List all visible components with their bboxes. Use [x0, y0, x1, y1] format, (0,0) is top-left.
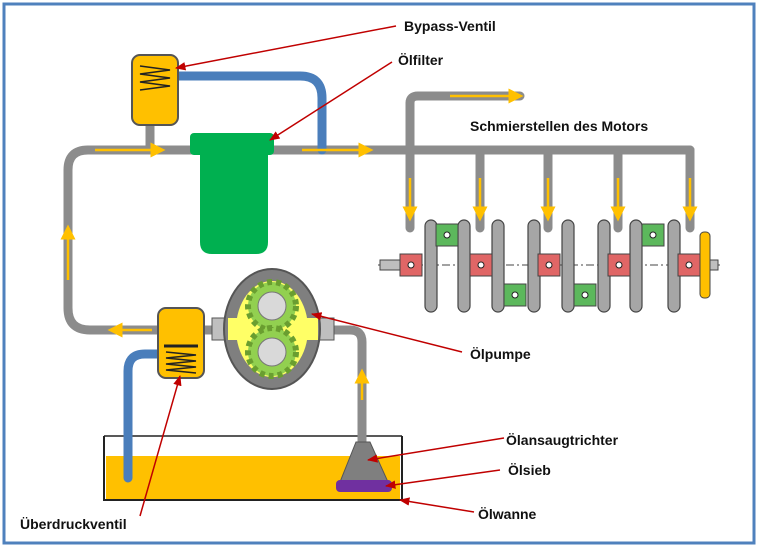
bypass-valve	[131, 54, 179, 126]
label-lubrication-points: Schmierstellen des Motors	[470, 118, 649, 134]
label-oil-pan: Ölwanne	[478, 506, 537, 522]
main-oil-line	[63, 91, 695, 450]
oil-pump	[211, 268, 335, 390]
spring-icon	[139, 65, 171, 91]
label-oil-pump: Ölpumpe	[470, 346, 531, 362]
leader-lines	[139, 25, 505, 517]
spring-icon	[165, 351, 197, 374]
crankshaft	[378, 219, 720, 313]
crank-webs	[424, 219, 681, 313]
label-bypass-valve: Bypass-Ventil	[404, 18, 496, 34]
label-intake-funnel: Ölansaugtrichter	[506, 432, 619, 448]
flow-arrows	[60, 88, 698, 400]
label-oil-filter: Ölfilter	[398, 52, 444, 68]
label-oil-strainer: Ölsieb	[508, 462, 551, 478]
bypass-line	[123, 71, 327, 483]
oil-strainer	[336, 480, 392, 492]
flywheel-flange	[699, 231, 711, 299]
oil-filter	[190, 133, 274, 254]
pressure-relief-valve	[157, 307, 205, 379]
label-pressure-relief-valve: Überdruckventil	[20, 516, 127, 532]
